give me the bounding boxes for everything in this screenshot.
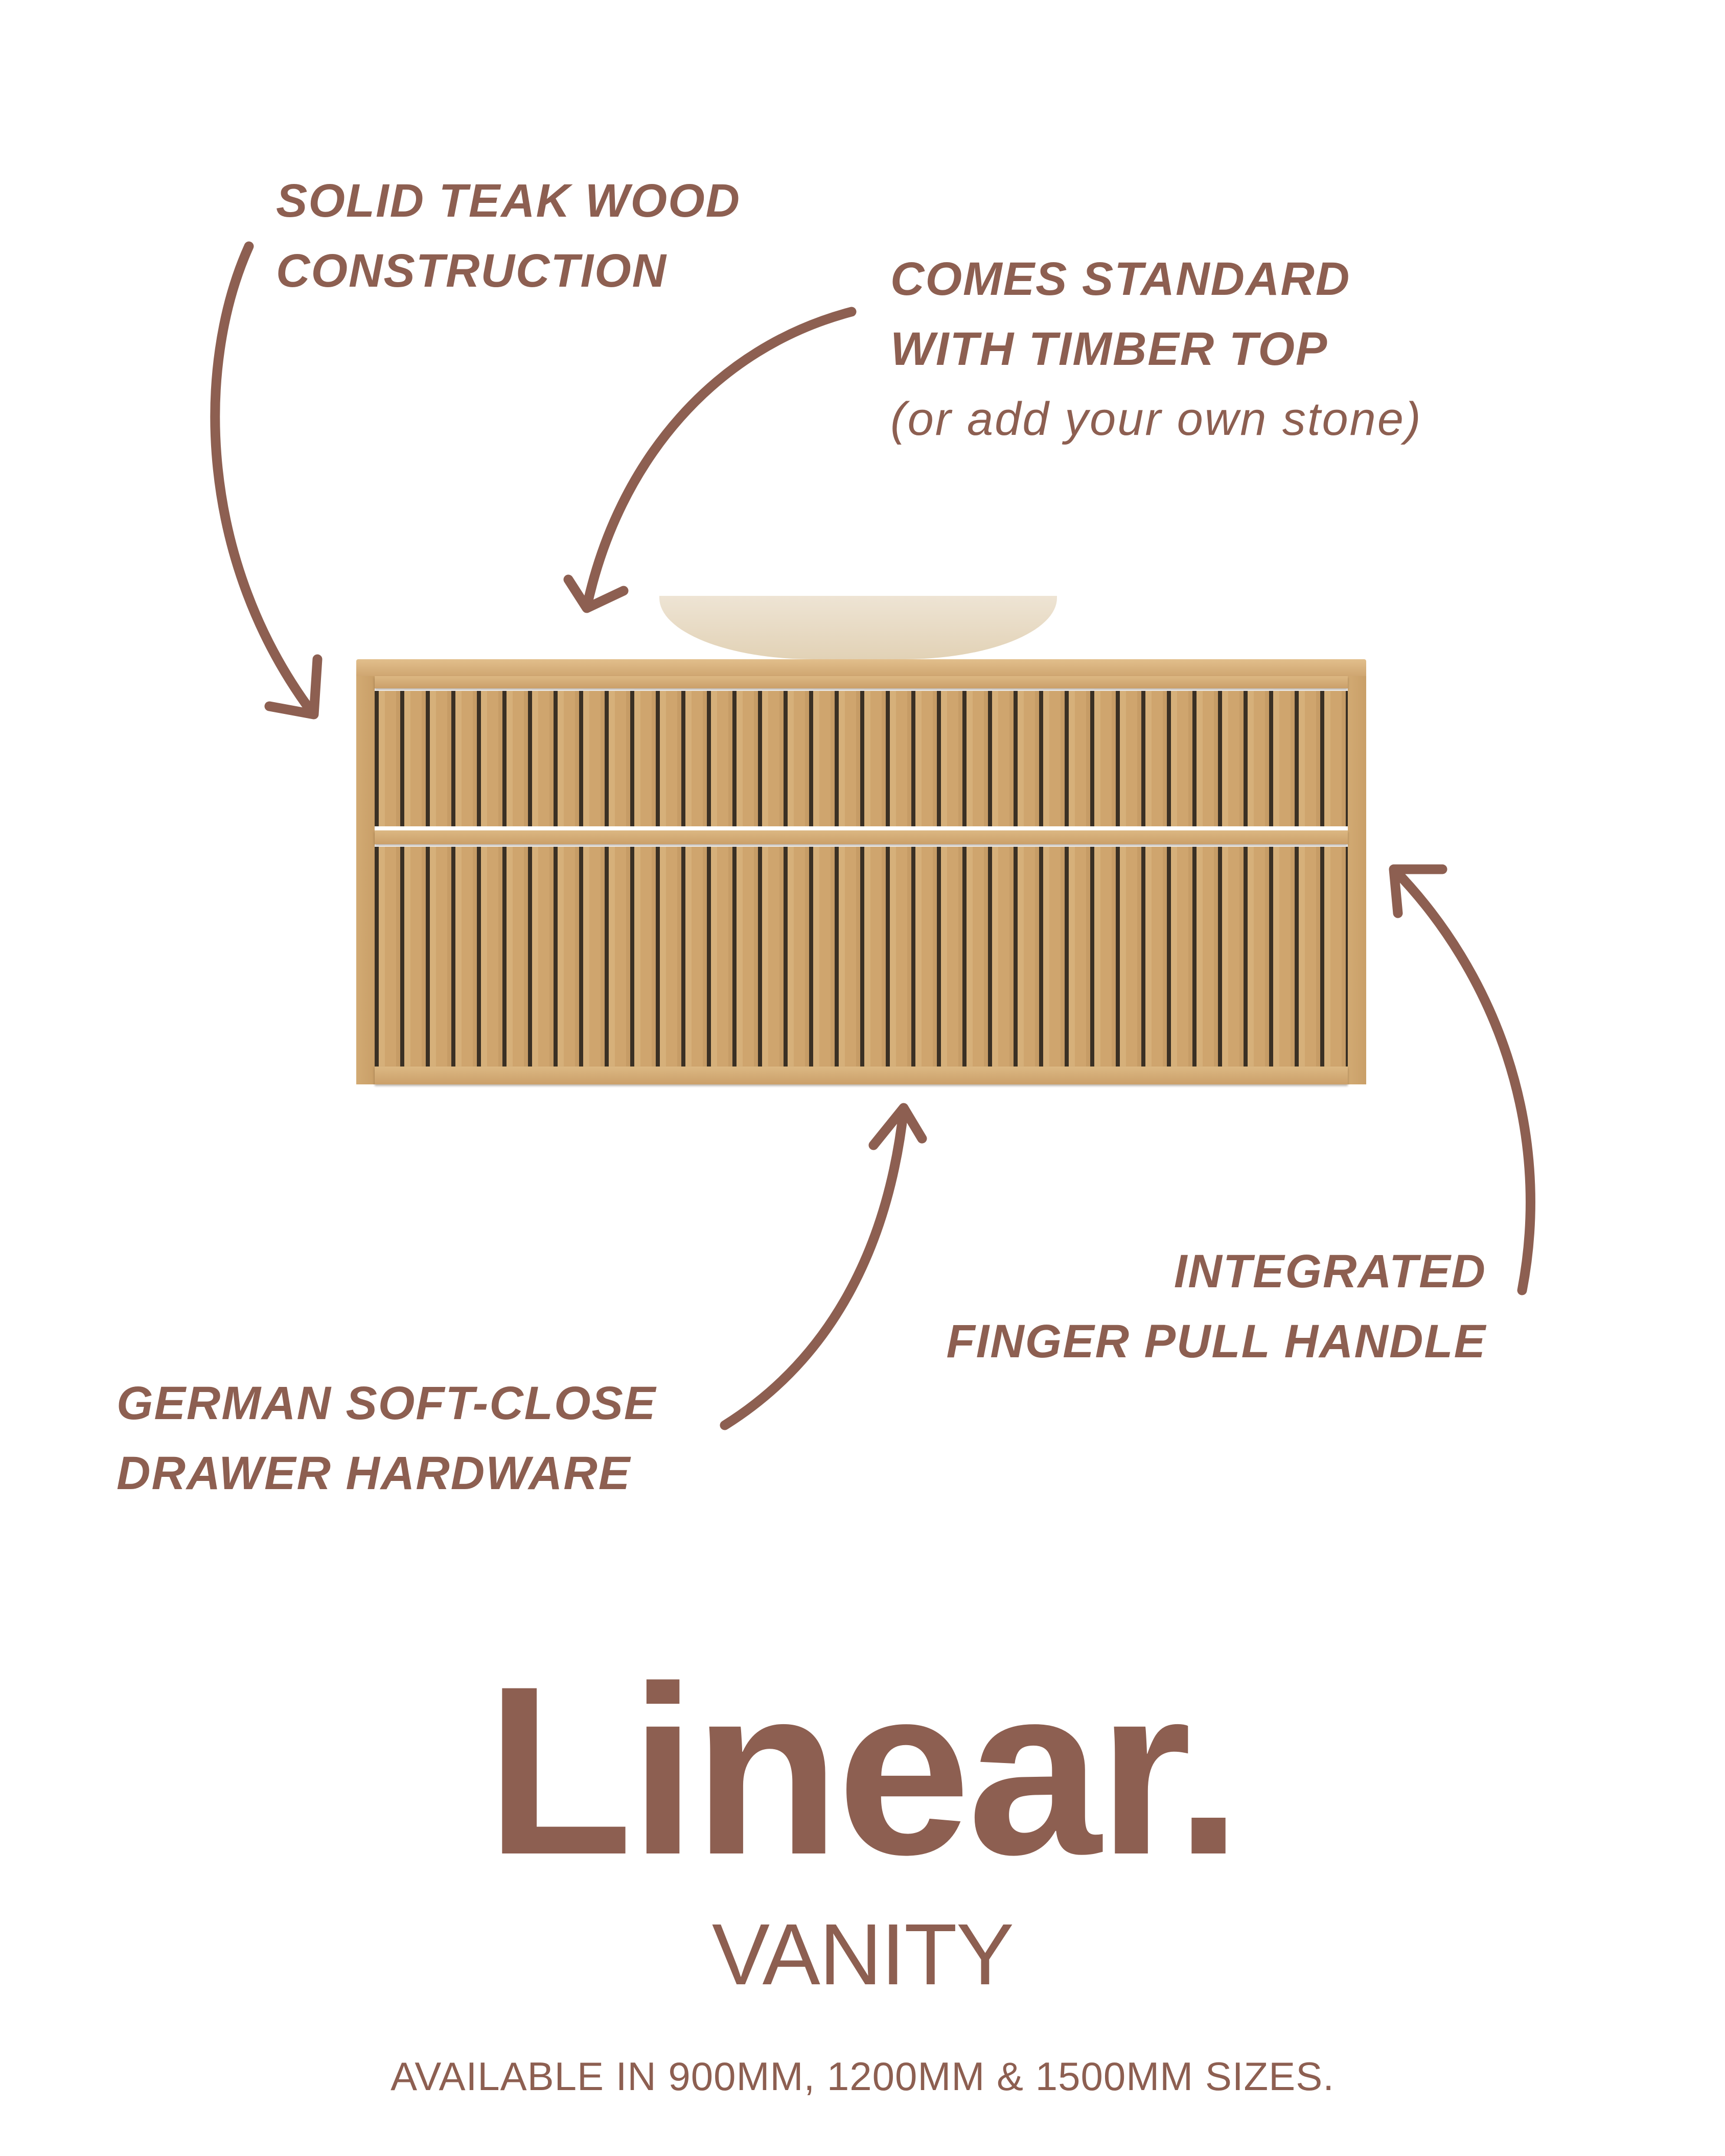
side-panel-left — [356, 676, 375, 1084]
arrow-top-icon — [563, 307, 857, 613]
annotation-line: COMES STANDARD — [890, 253, 1351, 305]
product-name: Linear. — [486, 1636, 1242, 1905]
annotation-soft-close: GERMAN SOFT-CLOSE DRAWER HARDWARE — [117, 1369, 656, 1509]
annotation-teak-wood: SOLID TEAK WOOD CONSTRUCTION — [276, 166, 741, 306]
side-panel-right — [1348, 676, 1366, 1084]
arrow-handle-icon — [1389, 864, 1535, 1295]
annotation-finger-pull: INTEGRATED FINGER PULL HANDLE — [946, 1237, 1486, 1377]
annotation-line: WITH TIMBER TOP — [890, 323, 1328, 375]
annotation-line: SOLID TEAK WOOD — [276, 175, 741, 227]
vanity-cabinet — [356, 659, 1366, 1084]
finger-pull-rail — [375, 830, 1348, 844]
arrow-teak-icon — [210, 241, 323, 720]
annotation-line: CONSTRUCTION — [276, 245, 668, 297]
drawer-lower — [375, 847, 1348, 1067]
bottom-rail — [375, 1067, 1348, 1084]
drawer-upper — [375, 691, 1348, 826]
annotation-line: DRAWER HARDWARE — [117, 1447, 631, 1499]
timber-top — [356, 659, 1366, 676]
product-type: VANITY — [711, 1906, 1014, 2003]
sizes-note: AVAILABLE IN 900MM, 1200MM & 1500MM SIZE… — [390, 2054, 1335, 2099]
annotation-line: FINGER PULL HANDLE — [946, 1315, 1486, 1367]
annotation-note: (or add your own stone) — [890, 393, 1422, 445]
annotation-line: GERMAN SOFT-CLOSE — [117, 1377, 657, 1429]
top-rail — [375, 676, 1348, 688]
arrow-hardware-icon — [720, 1103, 927, 1430]
annotation-timber-top: COMES STANDARD WITH TIMBER TOP (or add y… — [890, 244, 1422, 454]
annotation-line: INTEGRATED — [1174, 1245, 1486, 1297]
